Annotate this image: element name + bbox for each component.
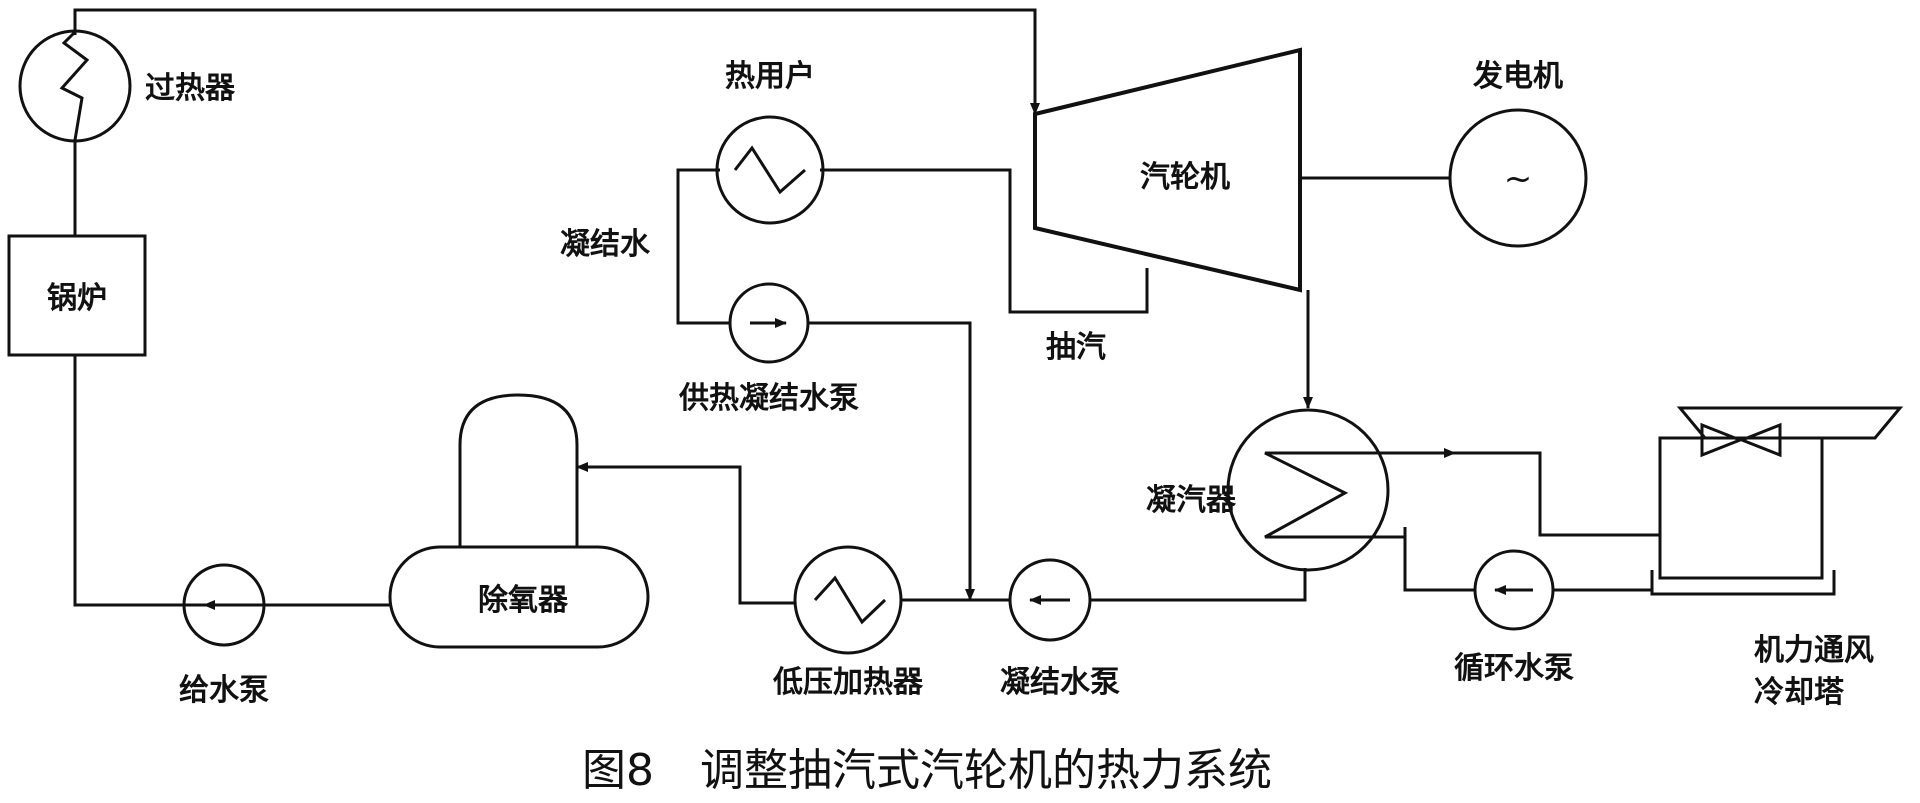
- superheater-label: 过热器: [145, 71, 236, 106]
- generator-symbol: ~: [1504, 159, 1533, 199]
- superheater-circle: [18, 29, 132, 143]
- cooling-tower-body: [1658, 436, 1824, 580]
- condenser-coil: [1264, 451, 1405, 539]
- generator-circle: [1448, 108, 1588, 248]
- condensate-line-2: [1090, 568, 1307, 602]
- pipes: [73, 8, 1660, 607]
- condensate-pump: [1008, 558, 1092, 642]
- feed-pump: [182, 563, 266, 647]
- heating-condensate-pump: [728, 282, 810, 364]
- condenser: [1226, 408, 1405, 572]
- cooling-tower-label-1: 机力通风: [1754, 633, 1874, 668]
- cooling-tower-label-2: 冷却塔: [1754, 675, 1845, 710]
- heating-condensate-return-line: [808, 321, 975, 601]
- heat-user-label: 热用户: [725, 59, 815, 94]
- lp-heater: [793, 545, 903, 655]
- circulating-pump-label: 循环水泵: [1454, 651, 1574, 686]
- cooling-water-return-line: [1388, 451, 1660, 537]
- lp-heater-circle: [793, 545, 903, 655]
- circulating-pump: [1473, 549, 1555, 631]
- extraction-line: [820, 168, 1149, 314]
- superheater-coil: [59, 30, 90, 141]
- lp-heater-coil: [813, 575, 887, 625]
- figure-number: 图8: [582, 745, 654, 796]
- figure-title: 调整抽汽式汽轮机的热力系统: [700, 745, 1272, 796]
- cooling-tower-hood: [1676, 406, 1904, 440]
- heat-user-condensate-line: [676, 168, 730, 325]
- circulating-pump-circle: [1473, 549, 1555, 631]
- turbine-body: [1033, 47, 1302, 293]
- turbine-label: 汽轮机: [1140, 160, 1230, 195]
- deaerator-tank: [388, 545, 650, 649]
- condenser-circle: [1226, 408, 1390, 572]
- feed-pump-label: 给水泵: [179, 673, 269, 708]
- condensate-pump-circle: [1008, 558, 1092, 642]
- heating-condensate-pump-label: 供热凝结水泵: [678, 381, 859, 416]
- condensate-water-label: 凝结水: [560, 227, 651, 262]
- lp-heater-label: 低压加热器: [772, 665, 924, 700]
- fan-icon: [1700, 422, 1782, 458]
- lp-heater-to-deaerator-line: [576, 462, 795, 605]
- boiler-box: [7, 234, 147, 357]
- deaerator-label: 除氧器: [478, 583, 569, 618]
- cooling-tower-basin: [1650, 570, 1836, 596]
- cooling-tower: [1650, 406, 1904, 596]
- deaerator-dome: [458, 393, 579, 547]
- heat-user-circle: [715, 115, 825, 225]
- condensate-pump-label: 凝结水泵: [1000, 665, 1120, 700]
- extraction-label: 抽汽: [1046, 330, 1106, 365]
- heat-user-coil: [733, 145, 806, 195]
- feed-pump-circle: [182, 563, 266, 647]
- boiler-label: 锅炉: [47, 281, 107, 316]
- circ-pump-to-condenser-line: [1403, 527, 1475, 592]
- generator-label: 发电机: [1472, 59, 1563, 94]
- condenser-label: 凝汽器: [1146, 483, 1237, 518]
- deaerator: [388, 393, 650, 649]
- heat-user: [715, 115, 825, 225]
- heating-condensate-pump-circle: [728, 282, 810, 364]
- superheater: [18, 29, 132, 143]
- feedwater-line: [73, 355, 390, 607]
- main-steam-line: [73, 8, 1040, 115]
